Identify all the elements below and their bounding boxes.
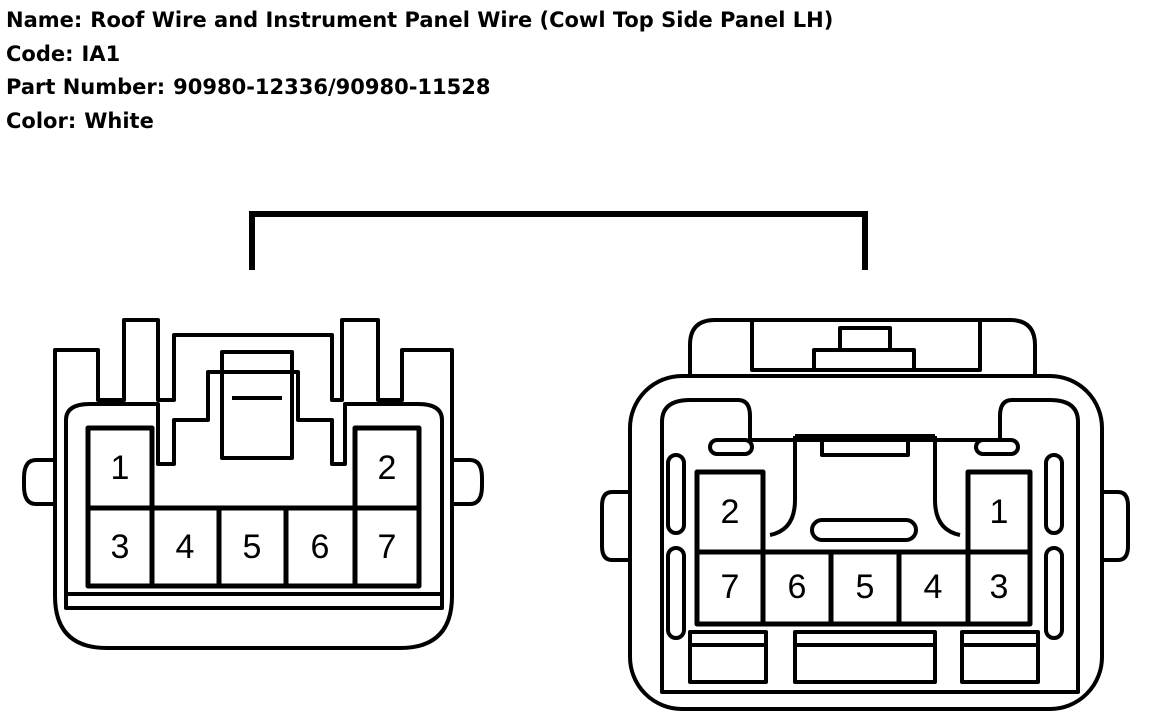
right-connector-terminal-block-center — [793, 630, 937, 684]
right-pin-cell-3 — [965, 549, 1033, 627]
left-pin-cell-7 — [352, 505, 422, 589]
left-connector-housing — [53, 318, 454, 650]
right-connector-housing — [628, 374, 1104, 711]
color-value: White — [84, 108, 154, 133]
left-connector-side-latch-left — [22, 458, 57, 506]
code-label: Code: — [6, 41, 74, 66]
name-value: Roof Wire and Instrument Panel Wire (Cow… — [90, 8, 834, 32]
part-number-value: 90980-12336/90980-11528 — [173, 75, 491, 99]
right-connector-center-cavity — [769, 434, 961, 537]
name-row: Name: Roof Wire and Instrument Panel Wire… — [6, 4, 833, 38]
right-connector-terminal-block-left — [688, 630, 768, 684]
right-connector-cavity-notch — [820, 440, 910, 457]
right-connector-side-rail-left-lower — [666, 546, 686, 640]
left-connector-side-latch-right — [450, 458, 484, 506]
right-connector-lock-bar — [812, 348, 916, 372]
left-pin-label: 5 — [243, 528, 262, 566]
right-connector-inner-wall — [660, 398, 1080, 694]
left-connector-lock-tab — [220, 350, 294, 460]
right-connector-side-rail-right-lower — [1044, 546, 1064, 640]
part-number-row: Part Number: 90980-12336/90980-11528 — [6, 71, 833, 105]
left-pin-labels: 1 2 3 4 5 6 7 — [111, 449, 397, 566]
right-pin-label: 6 — [788, 568, 807, 606]
connection-bracket — [249, 211, 868, 270]
left-connector — [22, 318, 484, 650]
color-label: Color: — [6, 108, 77, 133]
name-label: Name: — [6, 8, 83, 32]
left-pin-label: 2 — [378, 449, 397, 487]
right-pin-label: 5 — [856, 568, 875, 606]
right-pin-label: 1 — [990, 493, 1009, 531]
left-pin-label: 3 — [111, 528, 130, 566]
connector-info: Name: Roof Wire and Instrument Panel Wire… — [6, 4, 833, 138]
part-number-label: Part Number: — [6, 75, 166, 99]
right-connector-side-latch-left — [600, 490, 632, 562]
left-pin-label: 4 — [176, 528, 195, 566]
right-connector — [600, 318, 1130, 711]
left-pin-label: 1 — [111, 449, 130, 487]
left-connector-inner-wall — [64, 370, 444, 610]
right-pin-label: 2 — [721, 493, 740, 531]
code-value: IA1 — [81, 41, 121, 66]
right-connector-side-rail-left-upper — [666, 453, 686, 535]
right-pin-label: 3 — [990, 568, 1009, 606]
right-pin-label: 7 — [721, 568, 740, 606]
right-pin-labels: 2 1 7 6 5 4 3 — [721, 493, 1009, 606]
code-row: Code: IA1 — [6, 38, 833, 72]
right-connector-side-latch-right — [1100, 490, 1130, 562]
right-pin-label: 4 — [924, 568, 943, 606]
right-connector-center-slot — [810, 518, 918, 542]
right-connector-slot-right — [974, 438, 1020, 456]
right-connector-terminal-block-right — [960, 630, 1040, 684]
right-connector-side-rail-right-upper — [1044, 453, 1064, 535]
left-pin-label: 7 — [378, 528, 397, 566]
right-connector-lock-nub — [838, 326, 892, 352]
color-row: Color: White — [6, 105, 833, 139]
right-connector-top-cap — [688, 318, 1037, 375]
left-pin-label: 6 — [311, 528, 330, 566]
right-connector-slot-left — [708, 438, 754, 456]
